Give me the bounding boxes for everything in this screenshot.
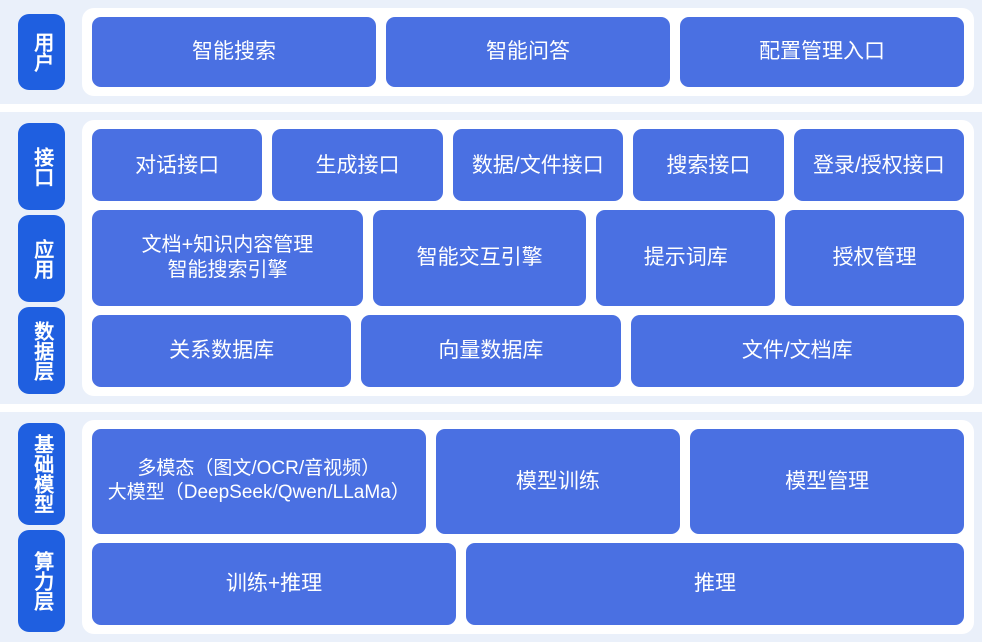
node-model-training[interactable]: 模型训练 — [435, 429, 681, 534]
node-login-auth-api[interactable]: 登录/授权接口 — [793, 129, 965, 202]
layer-group-user: 用户 智能搜索 智能问答 配置管理入口 — [0, 0, 982, 104]
node-generation-api[interactable]: 生成接口 — [272, 129, 443, 202]
layer-tag-user: 用户 — [17, 14, 65, 90]
layer-tag-compute: 算力层 — [17, 530, 65, 632]
layer-tag-foundation-model: 基础模型 — [17, 423, 65, 525]
node-document-knowledge-management[interactable]: 文档+知识内容管理 智能搜索引擎 — [92, 210, 363, 306]
node-smart-search[interactable]: 智能搜索 — [92, 17, 376, 87]
panel-user: 智能搜索 智能问答 配置管理入口 — [82, 8, 974, 96]
layer-group-middle: 接口 应用 数据层 对话接口 生成接口 数据/文件接口 搜索接口 登录/授权接口… — [0, 112, 982, 404]
row-user-entry: 智能搜索 智能问答 配置管理入口 — [92, 17, 964, 87]
tag-column-bottom: 基础模型 算力层 — [0, 412, 82, 642]
node-authorization-management[interactable]: 授权管理 — [785, 210, 964, 306]
row-interface: 对话接口 生成接口 数据/文件接口 搜索接口 登录/授权接口 — [92, 129, 965, 202]
layer-tag-application: 应用 — [17, 215, 65, 302]
row-data: 关系数据库 向量数据库 文件/文档库 — [92, 314, 964, 388]
node-vector-database[interactable]: 向量数据库 — [361, 314, 621, 388]
node-smart-qa[interactable]: 智能问答 — [386, 17, 670, 87]
row-foundation-model: 多模态（图文/OCR/音视频） 大模型（DeepSeek/Qwen/LLaMa）… — [92, 429, 964, 534]
node-search-api[interactable]: 搜索接口 — [632, 129, 784, 202]
node-data-file-api[interactable]: 数据/文件接口 — [452, 129, 623, 202]
node-dialog-api[interactable]: 对话接口 — [92, 129, 263, 202]
node-inference[interactable]: 推理 — [466, 542, 964, 626]
panel-bottom: 多模态（图文/OCR/音视频） 大模型（DeepSeek/Qwen/LLaMa）… — [82, 420, 974, 634]
node-file-document-store[interactable]: 文件/文档库 — [630, 314, 964, 388]
panel-middle: 对话接口 生成接口 数据/文件接口 搜索接口 登录/授权接口 文档+知识内容管理… — [82, 120, 974, 396]
node-multimodal-large-model[interactable]: 多模态（图文/OCR/音视频） 大模型（DeepSeek/Qwen/LLaMa） — [92, 429, 426, 534]
node-config-management-entry[interactable]: 配置管理入口 — [680, 17, 964, 87]
tag-column-user: 用户 — [0, 0, 82, 104]
layer-tag-data: 数据层 — [17, 307, 65, 394]
node-smart-interaction-engine[interactable]: 智能交互引擎 — [372, 210, 587, 306]
layer-group-bottom: 基础模型 算力层 多模态（图文/OCR/音视频） 大模型（DeepSeek/Qw… — [0, 412, 982, 642]
row-application: 文档+知识内容管理 智能搜索引擎 智能交互引擎 提示词库 授权管理 — [92, 210, 964, 306]
node-prompt-library[interactable]: 提示词库 — [596, 210, 776, 306]
node-relational-database[interactable]: 关系数据库 — [92, 314, 352, 388]
row-compute: 训练+推理 推理 — [92, 542, 964, 626]
layer-tag-interface: 接口 — [17, 123, 65, 210]
node-model-management[interactable]: 模型管理 — [690, 429, 964, 534]
tag-column-middle: 接口 应用 数据层 — [0, 112, 82, 404]
node-training-inference[interactable]: 训练+推理 — [92, 542, 457, 626]
